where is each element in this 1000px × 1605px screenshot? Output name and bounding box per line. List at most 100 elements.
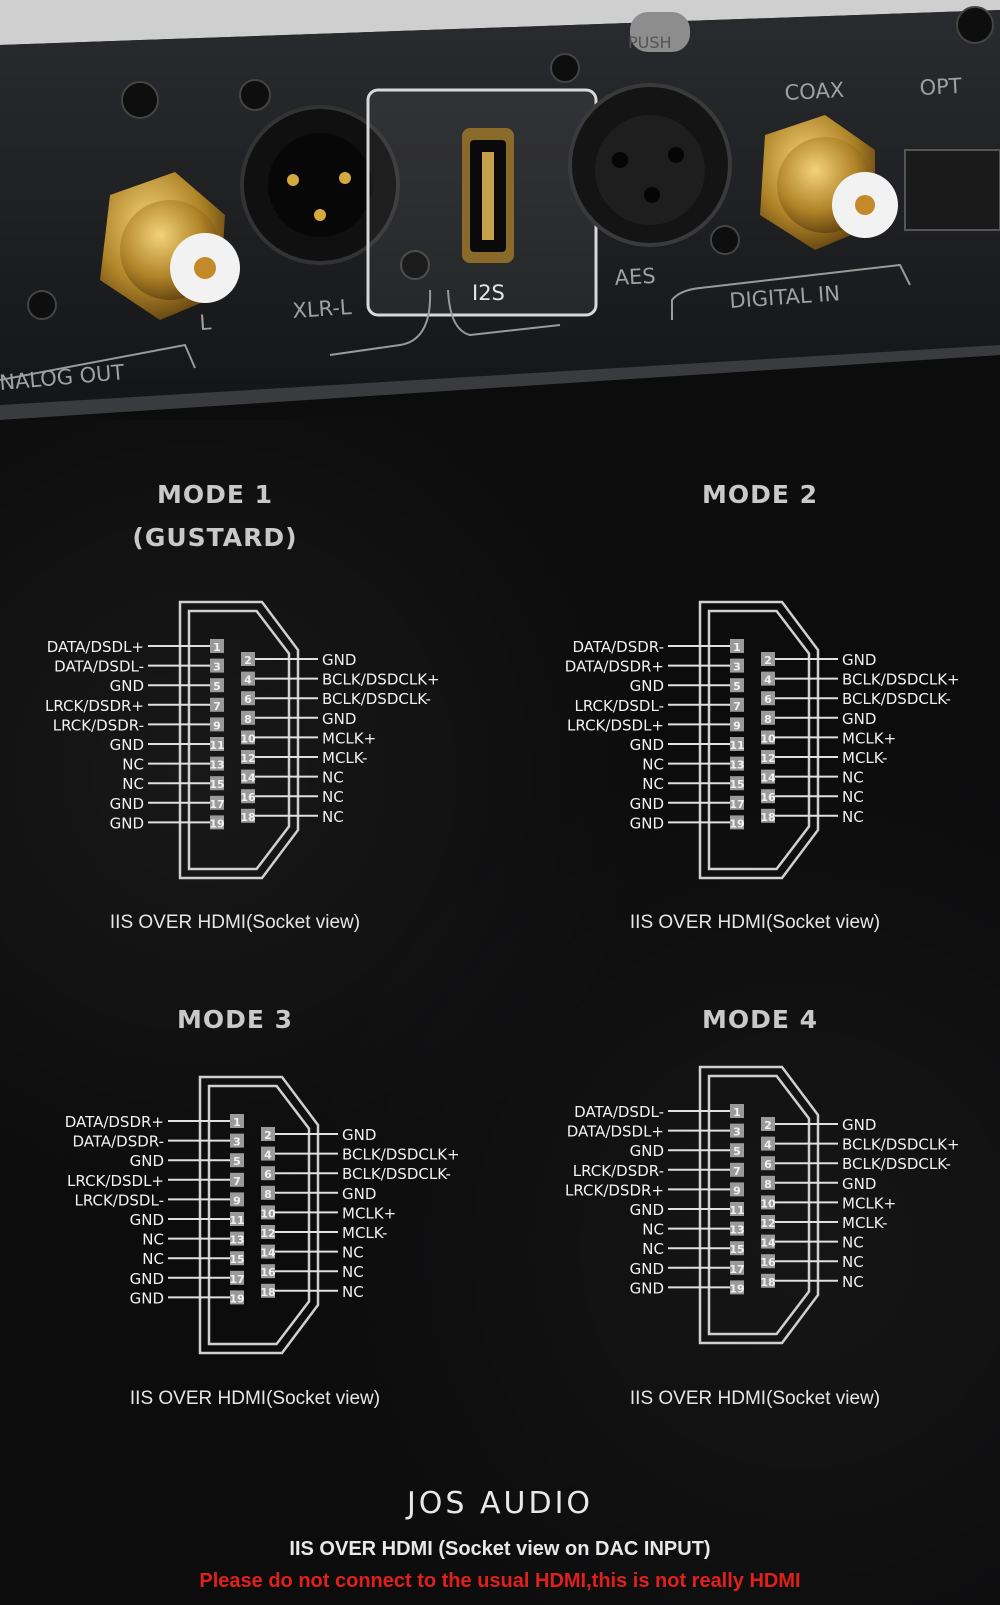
pin-number: 17	[729, 1263, 744, 1276]
pin-number: 19	[229, 1292, 244, 1305]
pin-label: GND	[110, 677, 144, 695]
pin-label: DATA/DSDR-	[572, 638, 664, 656]
pin-label: DATA/DSDL+	[567, 1123, 664, 1141]
pin-number: 18	[260, 1286, 275, 1299]
pin-number: 13	[729, 759, 744, 772]
starfield-background	[0, 420, 1000, 1605]
pin-number: 9	[733, 719, 741, 732]
opt-label: OPT	[919, 74, 962, 100]
diagram-caption: IIS OVER HDMI(Socket view)	[629, 1388, 881, 1409]
pin-number: 7	[733, 700, 741, 713]
pin-number: 1	[233, 1116, 241, 1129]
pin-number: 18	[760, 811, 775, 824]
pin-box	[210, 756, 224, 771]
pin-number: 4	[244, 674, 252, 687]
pin-number: 16	[260, 1266, 276, 1279]
pin-number: 6	[764, 1158, 772, 1171]
pin-label: DATA/DSDL-	[54, 658, 144, 676]
pin-label: DATA/DSDR-	[72, 1133, 164, 1151]
socket-outline-outer	[178, 600, 300, 880]
pin-box	[761, 789, 775, 804]
pin-label: GND	[630, 1260, 664, 1278]
pin-number: 15	[229, 1253, 244, 1266]
pin-box	[261, 1264, 275, 1279]
pin-box	[230, 1251, 244, 1266]
pin-label: NC	[842, 788, 864, 806]
pin-label: GND	[110, 736, 144, 754]
pin-label: LRCK/DSDR+	[45, 697, 144, 715]
pin-number: 1	[733, 641, 741, 654]
pin-number: 8	[264, 1188, 272, 1201]
pin-label: GND	[130, 1270, 164, 1288]
pin-label: NC	[322, 769, 344, 787]
pin-box	[261, 1127, 275, 1141]
pin-label: GND	[630, 1279, 664, 1297]
rca-l-connector	[100, 172, 240, 320]
mode-subtitle: (GUSTARD)	[132, 523, 298, 552]
brand-title: JOS AUDIO	[406, 1486, 594, 1521]
pin-label: NC	[142, 1250, 164, 1268]
socket-outline-inner	[207, 1084, 311, 1346]
pin-label: DATA/DSDR+	[65, 1113, 164, 1131]
pin-label: NC	[842, 1253, 864, 1271]
pin-label: NC	[122, 756, 144, 774]
pin-box	[241, 652, 255, 666]
pin-box	[210, 776, 224, 791]
pin-box	[730, 737, 744, 751]
pin-label: GND	[130, 1289, 164, 1307]
pin-number: 3	[233, 1136, 241, 1149]
pin-box	[261, 1185, 275, 1200]
pin-label: GND	[630, 795, 664, 813]
pin-number: 8	[764, 713, 772, 726]
pin-label: BCLK/DSDCLK+	[842, 1136, 960, 1154]
pin-box	[261, 1225, 275, 1239]
pin-number: 16	[240, 791, 256, 804]
pin-number: 6	[764, 693, 772, 706]
diagram-caption: IIS OVER HDMI(Socket view)	[109, 912, 361, 933]
pin-number: 15	[729, 778, 744, 791]
pin-number: 1	[733, 1106, 741, 1119]
pin-box	[761, 710, 775, 725]
pin-number: 2	[244, 654, 252, 667]
pin-label: GND	[630, 677, 664, 695]
pin-number: 13	[209, 759, 224, 772]
socket-outline-inner	[707, 609, 811, 871]
pin-label: GND	[130, 1211, 164, 1229]
pin-box	[210, 717, 224, 732]
pin-number: 11	[729, 1204, 744, 1217]
pin-number: 12	[760, 1217, 775, 1230]
pin-label: LRCK/DSDR+	[565, 1181, 664, 1199]
pin-box	[761, 1234, 775, 1249]
l-label: L	[199, 310, 213, 335]
pin-box	[261, 1166, 275, 1181]
pin-box	[730, 1104, 744, 1118]
pin-box	[210, 795, 224, 810]
pin-number: 17	[209, 798, 224, 811]
mode-title: MODE 1	[156, 480, 274, 509]
pin-box	[730, 1143, 744, 1158]
pin-box	[761, 1273, 775, 1288]
pin-label: DATA/DSDR+	[565, 658, 664, 676]
pin-label: MCLK+	[342, 1204, 396, 1222]
pin-number: 5	[733, 1145, 741, 1158]
pin-label: BCLK/DSDCLK-	[842, 1155, 951, 1173]
pin-number: 12	[260, 1227, 275, 1240]
pin-box	[730, 1162, 744, 1177]
pin-number: 17	[729, 798, 744, 811]
pin-box	[761, 652, 775, 666]
pin-number: 13	[229, 1234, 244, 1247]
socket-outline-outer	[698, 600, 820, 880]
pin-box	[730, 697, 744, 712]
pin-label: NC	[142, 1231, 164, 1249]
pin-box	[261, 1146, 275, 1161]
pin-label: MCLK+	[842, 1194, 896, 1212]
pin-box	[730, 776, 744, 791]
push-label: PUSH	[628, 33, 672, 52]
pin-label: NC	[842, 1234, 864, 1252]
pin-box	[730, 1241, 744, 1256]
pin-number: 15	[209, 778, 224, 791]
pin-number: 3	[733, 661, 741, 674]
pin-label: MCLK-	[842, 1214, 887, 1232]
